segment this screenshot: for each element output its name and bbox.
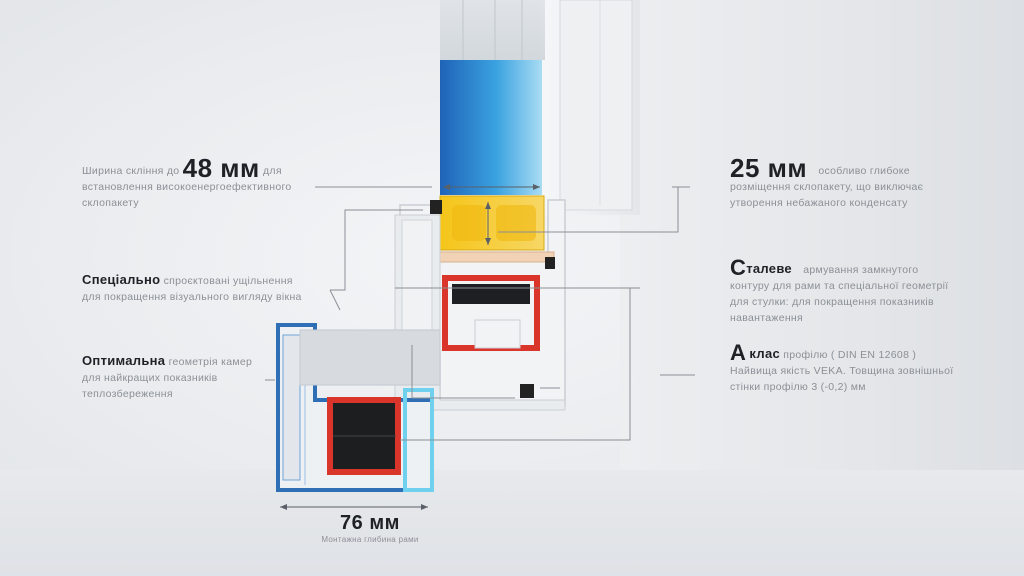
- seals-bold: Спеціально: [82, 272, 161, 287]
- depth-rest: особливо глибоке: [818, 165, 910, 177]
- steel-cap: С: [730, 255, 747, 280]
- class-line3: стінки профілю 3 (-0,2) мм: [730, 381, 866, 393]
- seals-rest: спроєктовані ущільнення: [163, 275, 293, 287]
- class-line2: Найвища якість VEKA. Товщина зовнішньої: [730, 365, 954, 377]
- glass-unit: [440, 60, 542, 195]
- annotation-seals: Спеціально спроєктовані ущільнення для п…: [82, 272, 322, 305]
- chambers-rest: геометрія камер: [168, 356, 253, 368]
- steel-bold: талеве: [746, 261, 792, 276]
- chambers-bold: Оптимальна: [82, 353, 166, 368]
- steel-rest: армування замкнутого: [803, 264, 919, 276]
- glazing-line2: встановлення високоенергоефективного: [82, 181, 292, 193]
- glass-upper: [440, 0, 545, 60]
- glazing-value: 48 мм: [182, 153, 260, 183]
- depth-line2: розміщення склопакету, що виключає: [730, 181, 924, 193]
- leader-lines: [265, 186, 695, 508]
- frame-depth-caption: Монтажна глибина рами: [321, 535, 419, 544]
- steel-line3: для стулки: для покращення показників: [730, 296, 934, 308]
- class-rest: профілю ( DIN EN 12608 ): [783, 349, 917, 361]
- annotation-glazing-depth: 25 мм особливо глибоке розміщення склопа…: [730, 155, 970, 211]
- annotation-steel: Сталеве армування замкнутого контуру для…: [730, 257, 970, 326]
- seal-bottom: [545, 257, 555, 269]
- frame-depth-value: 76 мм: [340, 512, 400, 534]
- annotation-glazing-width: Ширина скління до 48 мм для встановлення…: [82, 155, 312, 211]
- glazing-post-text: для: [263, 165, 282, 177]
- steel-line2: контуру для рами та спеціальної геометрі…: [730, 280, 949, 292]
- glazing-line3: склопакету: [82, 197, 139, 209]
- seals-line2: для покращення візуального вигляду вікна: [82, 291, 302, 303]
- window-mullion: [559, 0, 633, 211]
- class-cap: А: [730, 340, 747, 365]
- annotation-class: А клас профілю ( DIN EN 12608 ) Найвища …: [730, 342, 980, 395]
- depth-line3: утворення небажаного конденсату: [730, 197, 908, 209]
- sill-surface: [0, 470, 1024, 576]
- chambers-line3: теплозбереження: [82, 388, 173, 400]
- seal-top: [430, 200, 442, 214]
- glazing-pre-text: Ширина скління до: [82, 165, 180, 177]
- dimension-arrows: [280, 184, 540, 510]
- glazing-bead-strip: [431, 251, 555, 263]
- steel-line4: навантаження: [730, 312, 804, 324]
- chambers-line2: для найкращих показників: [82, 372, 218, 384]
- annotation-chambers: Оптимальна геометрія камер для найкращих…: [82, 353, 282, 402]
- sill-top: [299, 329, 441, 386]
- annotation-frame-depth: 76 мм Монтажна глибина рами: [300, 512, 440, 547]
- class-bold: клас: [749, 346, 781, 361]
- depth-value: 25 мм: [730, 153, 808, 183]
